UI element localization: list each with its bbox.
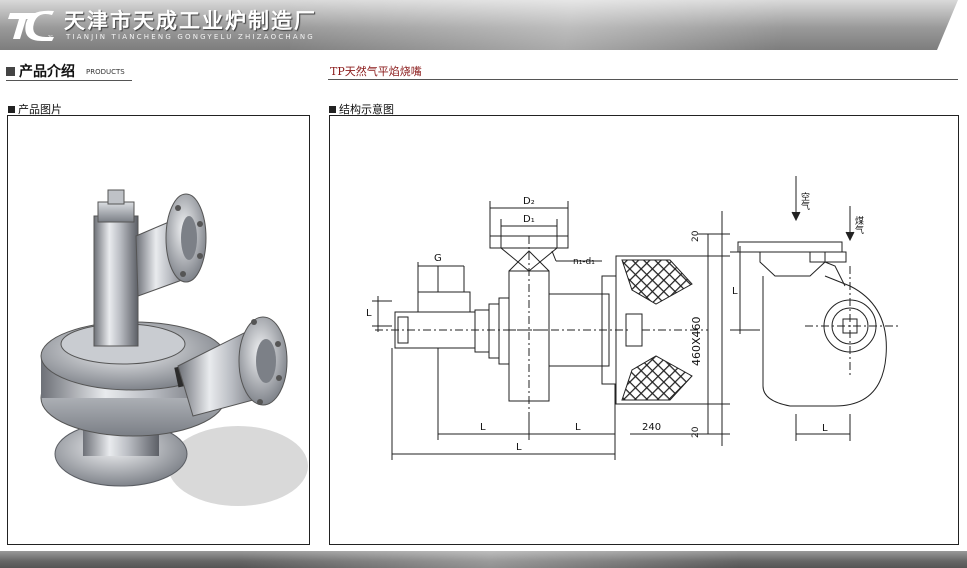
diagram-label-text: 结构示意图 [339, 103, 394, 116]
dim-20-top: 20 [691, 230, 701, 242]
dim-L-bottom-total: L [516, 442, 522, 453]
products-heading-cn: 产品介绍 [19, 64, 75, 80]
product-photo-panel [7, 115, 310, 545]
label-gas: 煤气 [853, 215, 864, 234]
bullet-square-icon [8, 106, 15, 113]
dim-D1: D₁ [523, 214, 535, 225]
dim-L-side: L [822, 423, 828, 434]
company-name-en: TIANJIN TIANCHENG GONGYELU ZHIZAOCHANG [66, 33, 315, 41]
product-image-label-text: 产品图片 [18, 103, 62, 116]
burner-photo [40, 189, 308, 506]
dim-L-bottom-2: L [575, 422, 581, 433]
banner-sheen [290, 0, 967, 50]
product-image-label: 产品图片 [8, 101, 62, 117]
label-air: 空气 [799, 191, 810, 210]
heading-square-icon [6, 67, 15, 76]
dim-240: 240 [642, 422, 661, 433]
structure-diagram-panel: G D₂ D₁ n₁-d₁ L L L L 240 L L 20 20 460X… [329, 115, 959, 545]
dim-L-side-vertical: L [732, 286, 738, 297]
dim-G: G [434, 253, 442, 264]
diagram-label: 结构示意图 [329, 101, 394, 117]
structure-diagram: G D₂ D₁ n₁-d₁ L L L L 240 L L 20 20 460X… [366, 176, 900, 460]
footer-bar-sheen [240, 551, 740, 568]
dim-20-bottom: 20 [691, 426, 701, 438]
svg-text:TC: TC [47, 35, 53, 40]
company-logo: TC [8, 10, 54, 41]
company-name-cn: 天津市天成工业炉制造厂 [64, 9, 317, 33]
products-heading: 产品介绍 PRODUCTS [6, 60, 132, 81]
product-title-heading: TP天然气平焰烧嘴 [328, 60, 958, 80]
product-title: TP天然气平焰烧嘴 [330, 65, 422, 78]
dim-460x460: 460X460 [690, 316, 703, 366]
bullet-square-icon [329, 106, 336, 113]
dim-n1d1: n₁-d₁ [573, 257, 595, 267]
footer-bar [0, 551, 967, 568]
dim-L-bottom-1: L [480, 422, 486, 433]
dim-L-left: L [366, 308, 372, 319]
dim-D2: D₂ [523, 196, 535, 207]
products-heading-en: PRODUCTS [86, 68, 125, 76]
header-banner: TC 天津市天成工业炉制造厂 TIANJIN TIANCHENG GONGYEL… [0, 0, 967, 50]
